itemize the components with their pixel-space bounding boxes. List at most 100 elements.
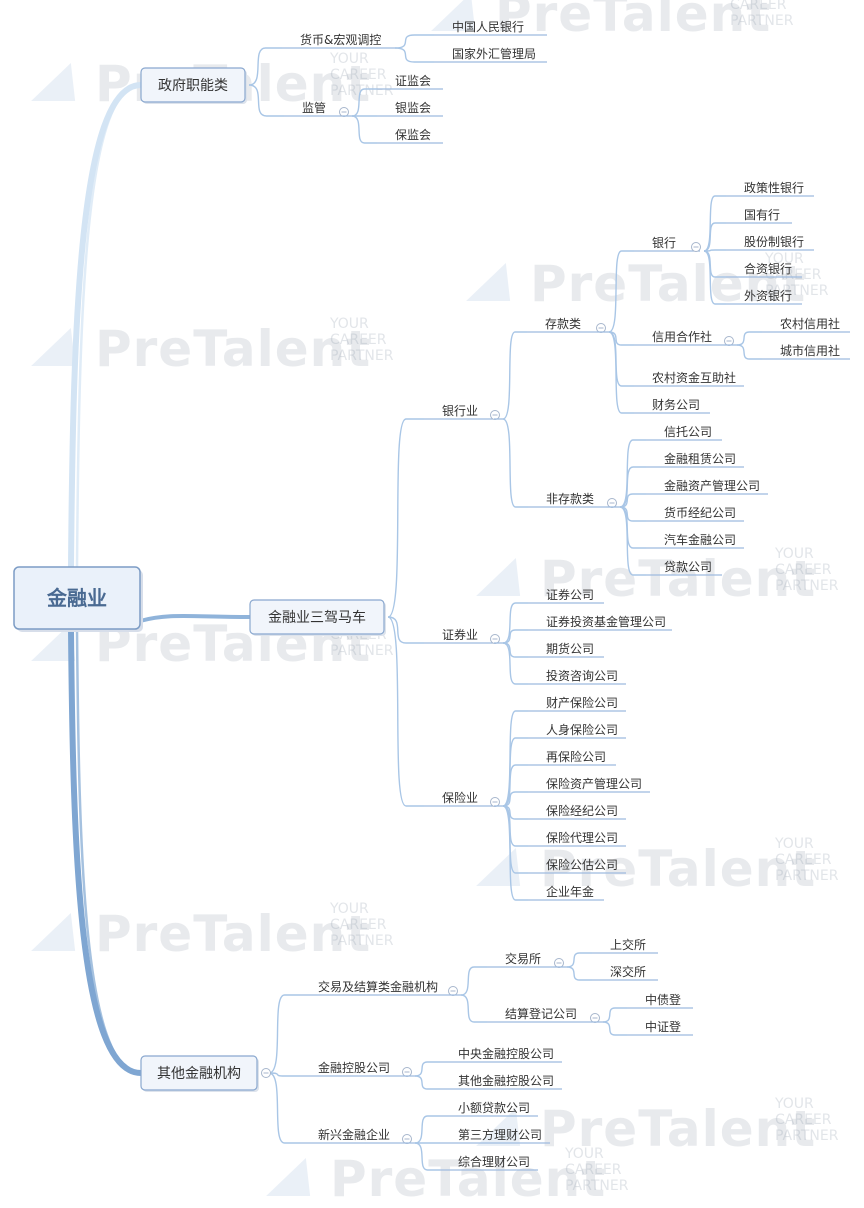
- node-label-1-0-1-0[interactable]: 信托公司: [664, 425, 712, 439]
- node-label-2-1-1[interactable]: 其他金融控股公司: [458, 1073, 554, 1088]
- node-label-0-0[interactable]: 货币&宏观调控: [300, 32, 381, 47]
- connector-1-0-0-0-to-1-0-0-0-4: [703, 250, 726, 305]
- collapse-toggle-icon[interactable]: [490, 797, 500, 807]
- node-label-2-2-2[interactable]: 综合理财公司: [458, 1154, 530, 1169]
- node-label-2-0-0-0[interactable]: 上交所: [610, 937, 646, 952]
- node-label-1-2-0[interactable]: 财产保险公司: [546, 695, 618, 710]
- connector-2-0-1-to-2-0-1-0: [602, 1007, 627, 1023]
- collapse-toggle-icon[interactable]: [402, 1067, 412, 1077]
- node-label-0-0-0[interactable]: 中国人民银行: [452, 19, 524, 34]
- node-label-1-0-0-0-0[interactable]: 政策性银行: [744, 181, 804, 195]
- connector-1-2-to-1-2-2: [502, 764, 528, 807]
- collapse-toggle-icon[interactable]: [339, 107, 349, 117]
- node-label-1-0-1-2[interactable]: 金融资产管理公司: [664, 478, 760, 493]
- node-layer: 金融业政府职能类货币&宏观调控中国人民银行国家外汇管理局监管证监会银监会保监会金…: [13, 19, 850, 1171]
- node-label-1-0-1-1[interactable]: 金融租赁公司: [664, 451, 736, 466]
- node-label-1-2-5[interactable]: 保险代理公司: [546, 830, 618, 845]
- collapse-toggle-icon[interactable]: [590, 1013, 600, 1023]
- node-label-1-0-0-2[interactable]: 农村资金互助社: [652, 370, 736, 385]
- node-label-1-2-2[interactable]: 再保险公司: [546, 749, 606, 764]
- root-label: 金融业: [46, 586, 107, 610]
- connector-2-0-to-2-0-0: [460, 966, 487, 996]
- root-node[interactable]: [13, 566, 141, 630]
- node-label-1-1-2[interactable]: 期货公司: [546, 641, 594, 656]
- collapse-toggle-icon[interactable]: [691, 242, 701, 252]
- node-label-2: 其他金融机构: [157, 1066, 241, 1082]
- collapse-toggle-icon[interactable]: [402, 1134, 412, 1144]
- connector-1-0-0-0-to-1-0-0-0-1: [703, 222, 726, 252]
- node-label-1-1-3[interactable]: 投资咨询公司: [546, 668, 618, 683]
- node-label-1-0-0-0-4[interactable]: 外资银行: [744, 289, 792, 303]
- node-label-0-1-1[interactable]: 银监会: [395, 101, 431, 115]
- node-label-1-1-0[interactable]: 证券公司: [546, 587, 594, 602]
- node-label-2-0-0-1[interactable]: 深交所: [610, 964, 646, 979]
- node-0[interactable]: [140, 67, 246, 103]
- connector-1-0-0-1-to-1-0-0-1-1: [736, 344, 762, 360]
- node-label-2-2[interactable]: 新兴金融企业: [318, 1127, 390, 1142]
- node-label-2-0-1[interactable]: 结算登记公司: [505, 1006, 577, 1021]
- node-label-1-0-0-3[interactable]: 财务公司: [652, 397, 700, 412]
- node-label-1-0-0-1-0[interactable]: 农村信用社: [780, 316, 840, 331]
- node-label-2-1-0[interactable]: 中央金融控股公司: [458, 1046, 554, 1061]
- collapse-toggle-icon[interactable]: [724, 336, 734, 346]
- connector-0-to-0-0: [248, 47, 282, 86]
- collapse-toggle-icon[interactable]: [554, 958, 564, 968]
- node-label-2-1[interactable]: 金融控股公司: [318, 1060, 390, 1075]
- node-label-2-2-1[interactable]: 第三方理财公司: [458, 1127, 542, 1142]
- node-label-2-2-0[interactable]: 小额贷款公司: [458, 1101, 530, 1115]
- node-2[interactable]: [140, 1055, 258, 1091]
- node-label-1-0-1-5[interactable]: 贷款公司: [664, 560, 712, 574]
- node-label-0-1-0[interactable]: 证监会: [395, 74, 431, 88]
- node-label-1-0-1[interactable]: 非存款类: [546, 492, 594, 506]
- node-label-1-0-0-1[interactable]: 信用合作社: [652, 329, 712, 344]
- collapse-toggle-icon[interactable]: [596, 323, 606, 333]
- connector-0-0-to-0-0-0: [394, 34, 434, 49]
- connector-1-to-1-2: [387, 616, 424, 807]
- node-label-1-2-6[interactable]: 保险公估公司: [546, 857, 618, 872]
- node-label-1-0-0-0-1[interactable]: 国有行: [744, 208, 780, 222]
- node-label-2-0-1-0[interactable]: 中债登: [645, 992, 681, 1007]
- connector-0-0-to-0-0-1: [394, 47, 434, 63]
- node-label-1-2-4[interactable]: 保险经纪公司: [546, 803, 618, 818]
- collapse-toggle-icon[interactable]: [607, 498, 617, 508]
- connector-1-0-1-to-1-0-1-5: [619, 506, 646, 576]
- node-label-1-2[interactable]: 保险业: [442, 790, 478, 805]
- connector-2-2-to-2-2-0: [414, 1115, 440, 1144]
- node-label-0-0-1[interactable]: 国家外汇管理局: [452, 46, 536, 61]
- node-label-1-0-0-1-1[interactable]: 城市信用社: [780, 343, 840, 358]
- connector-1-0-0-to-1-0-0-2: [608, 331, 634, 387]
- node-label-1-1[interactable]: 证券业: [442, 627, 478, 642]
- node-label-1-2-7[interactable]: 企业年金: [546, 884, 594, 899]
- connector-1-0-0-to-1-0-0-0: [608, 250, 634, 333]
- connector-1-0-to-1-0-0: [502, 331, 527, 420]
- node-label-1-0-1-4[interactable]: 汽车金融公司: [664, 532, 736, 547]
- node-1[interactable]: [249, 599, 385, 635]
- connector-2-0-0-to-2-0-0-0: [566, 952, 592, 968]
- node-label-1-0-0-0[interactable]: 银行: [652, 236, 676, 250]
- collapse-toggle-icon[interactable]: [261, 1068, 271, 1078]
- connector-1-2-to-1-2-1: [502, 737, 528, 807]
- node-label-1-2-1[interactable]: 人身保险公司: [546, 722, 618, 737]
- node-label-1-0-0-0-2[interactable]: 股份制银行: [744, 235, 804, 249]
- node-label-2-0-1-1[interactable]: 中证登: [645, 1019, 681, 1034]
- node-label-0-1-2[interactable]: 保监会: [395, 128, 431, 142]
- connector-2-to-2-0: [268, 994, 300, 1074]
- connector-1-2-to-1-2-6: [502, 805, 528, 874]
- connector-root-1: [138, 614, 252, 623]
- node-label-1-0-0-0-3[interactable]: 合资银行: [744, 261, 792, 276]
- collapse-toggle-icon[interactable]: [490, 634, 500, 644]
- node-label-1-0-0[interactable]: 存款类: [545, 317, 581, 331]
- node-label-0-1[interactable]: 监管: [302, 100, 326, 115]
- node-label-1-0[interactable]: 银行业: [442, 404, 478, 418]
- node-label-1-2-3[interactable]: 保险资产管理公司: [546, 776, 642, 791]
- connector-root-0-edge: [75, 83, 142, 568]
- node-label-1-0-1-3[interactable]: 货币经纪公司: [664, 505, 736, 520]
- node-label-2-0[interactable]: 交易及结算类金融机构: [318, 979, 438, 994]
- collapse-toggle-icon[interactable]: [490, 410, 500, 420]
- connector-1-0-0-to-1-0-0-3: [608, 331, 634, 414]
- collapse-toggle-icon[interactable]: [448, 986, 458, 996]
- node-label-1-1-1[interactable]: 证券投资基金管理公司: [546, 614, 666, 629]
- node-label-2-0-0[interactable]: 交易所: [505, 951, 541, 966]
- connector-2-to-2-1: [268, 1072, 300, 1077]
